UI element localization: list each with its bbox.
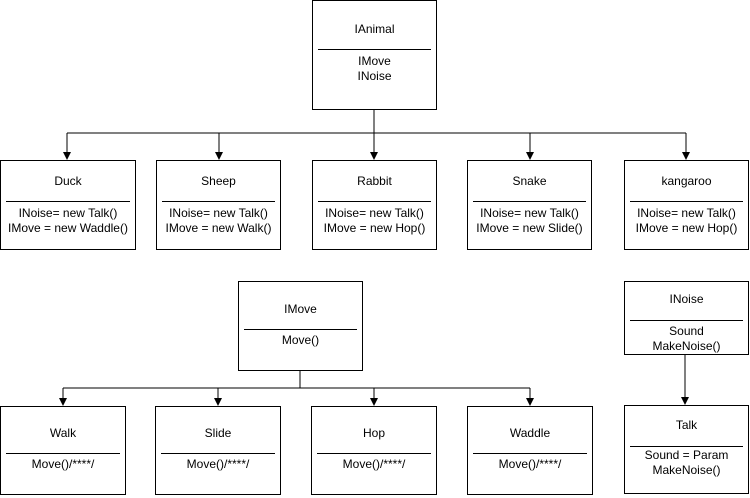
node-line: INoise= new Talk()	[480, 206, 579, 220]
node-body: Move()	[239, 333, 362, 348]
node-title: INoise	[669, 292, 704, 306]
node-body: Move()/****/	[468, 457, 592, 472]
node-line: INoise	[357, 69, 392, 83]
node-separator	[317, 453, 431, 454]
node-separator	[6, 201, 130, 202]
node-separator	[630, 201, 743, 202]
node-body: INoise= new Talk() IMove = new Slide()	[468, 206, 591, 236]
node-body: Move()/****/	[156, 457, 280, 472]
node-separator	[473, 201, 586, 202]
node-title: Duck	[54, 174, 82, 188]
node-line: Move()	[281, 333, 320, 347]
node-line: IMove = new Slide()	[476, 221, 583, 235]
node-title: IMove	[284, 302, 317, 316]
node-body: INoise= new Talk() IMove = new Hop()	[625, 206, 748, 236]
node-title: Talk	[675, 418, 698, 432]
node-line: INoise= new Talk()	[325, 206, 424, 220]
node-line: Move()/****/	[498, 457, 562, 471]
node-line: INoise= new Talk()	[18, 206, 118, 220]
node-separator	[318, 201, 431, 202]
node-line: MakeNoise()	[652, 463, 721, 477]
node-title: Slide	[204, 426, 232, 440]
talk-node: Talk Sound = Param MakeNoise()	[624, 405, 749, 494]
node-body: IMove INoise	[313, 54, 436, 84]
ianimal-node: IAnimal IMove INoise	[312, 0, 437, 110]
duck-node: Duck INoise= new Talk() IMove = new Wadd…	[0, 160, 136, 250]
node-separator	[6, 453, 120, 454]
rabbit-node: Rabbit INoise= new Talk() IMove = new Ho…	[312, 160, 437, 250]
hop-node: Hop Move()/****/	[311, 406, 437, 495]
inoise-node: INoise Sound MakeNoise()	[624, 281, 749, 355]
snake-node: Snake INoise= new Talk() IMove = new Sli…	[467, 160, 592, 250]
node-title: Snake	[512, 174, 547, 188]
node-line: Move()/****/	[186, 457, 250, 471]
node-title: kangaroo	[661, 174, 712, 188]
node-line: Move()/****/	[31, 457, 95, 471]
node-line: INoise= new Talk()	[637, 206, 736, 220]
node-separator	[473, 453, 587, 454]
node-line: IMove = new Walk()	[165, 221, 272, 235]
node-body: Move()/****/	[1, 457, 125, 472]
node-body: INoise= new Talk() IMove = new Walk()	[157, 206, 280, 236]
node-separator	[161, 453, 275, 454]
node-title: Sheep	[201, 174, 236, 188]
node-separator	[630, 446, 743, 447]
node-line: MakeNoise()	[652, 339, 721, 353]
node-separator	[630, 320, 743, 321]
node-separator	[318, 49, 431, 50]
sheep-node: Sheep INoise= new Talk() IMove = new Wal…	[156, 160, 281, 250]
node-line: INoise= new Talk()	[169, 206, 268, 220]
node-body: Sound = Param MakeNoise()	[625, 448, 748, 478]
node-line: Sound = Param	[644, 448, 729, 462]
imove-node: IMove Move()	[238, 281, 363, 371]
node-title: Walk	[49, 426, 77, 440]
node-line: IMove = new Hop()	[323, 221, 426, 235]
node-body: Sound MakeNoise()	[625, 324, 748, 354]
node-line: IMove	[358, 54, 391, 68]
kangaroo-node: kangaroo INoise= new Talk() IMove = new …	[624, 160, 749, 250]
node-line: Sound	[669, 324, 704, 338]
node-body: INoise= new Talk() IMove = new Hop()	[313, 206, 436, 236]
node-title: Waddle	[509, 426, 551, 440]
node-body: Move()/****/	[312, 457, 436, 472]
slide-node: Slide Move()/****/	[155, 406, 281, 495]
node-body: INoise= new Talk() IMove = new Waddle()	[1, 206, 135, 236]
node-separator	[244, 329, 357, 330]
node-line: IMove = new Hop()	[635, 221, 738, 235]
node-separator	[162, 201, 275, 202]
node-title: Hop	[362, 426, 385, 440]
node-line: IMove = new Waddle()	[8, 221, 128, 235]
waddle-node: Waddle Move()/****/	[467, 406, 593, 495]
node-title: Rabbit	[357, 174, 392, 188]
node-line: Move()/****/	[342, 457, 406, 471]
node-title: IAnimal	[354, 22, 395, 36]
walk-node: Walk Move()/****/	[0, 406, 126, 495]
